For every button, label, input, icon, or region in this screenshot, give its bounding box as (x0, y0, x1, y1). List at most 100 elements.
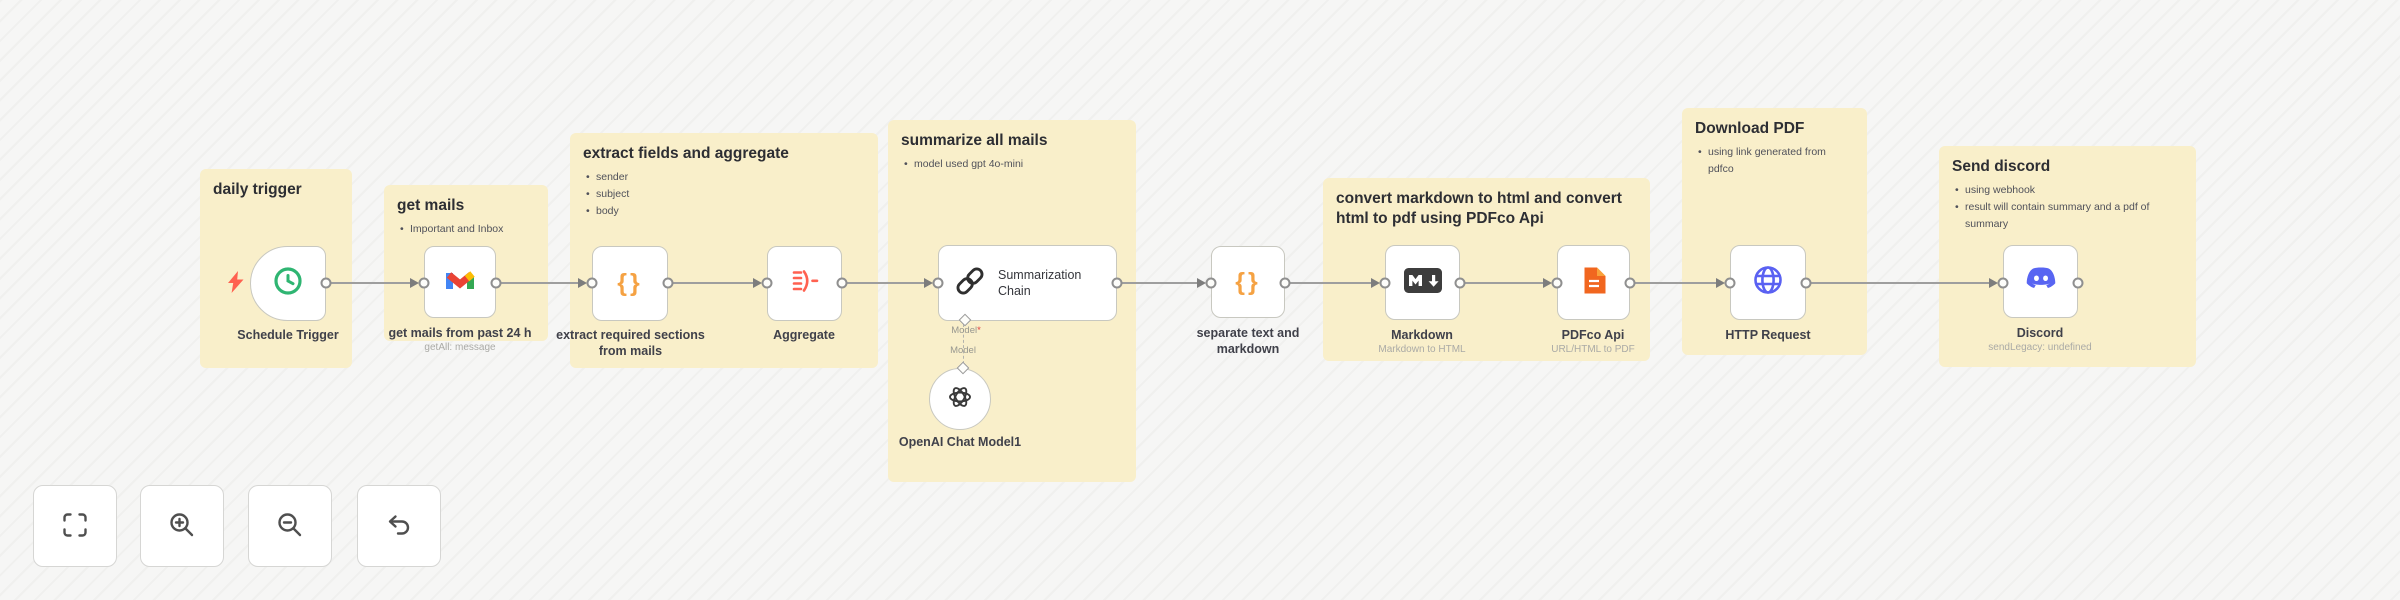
connection-chain-openai-model (963, 324, 964, 364)
connection-arrowhead (1716, 278, 1725, 288)
aggregate-icon (790, 268, 820, 299)
node-schedule-trigger[interactable] (250, 246, 326, 321)
connection-arrowhead (578, 278, 587, 288)
output-port[interactable] (2072, 277, 2084, 289)
trigger-bolt-icon (228, 271, 244, 298)
connection-http-discord (1811, 282, 1989, 284)
connection-markdown-pdfco (1465, 282, 1543, 284)
globe-icon (1751, 263, 1785, 302)
sticky-bullet: using link generated from pdfco (1698, 144, 1854, 178)
zoom-out-button[interactable] (248, 485, 332, 567)
sticky-bullet: body (586, 203, 865, 220)
clock-icon (272, 265, 304, 302)
output-port[interactable] (1279, 277, 1291, 289)
connection-schedule-gmail (331, 282, 410, 284)
chain-model-port-label: Model* (951, 325, 981, 336)
output-port[interactable] (1454, 277, 1466, 289)
sticky-bullets: sender subject body (583, 169, 865, 220)
sticky-bullet: using webhook (1955, 182, 2183, 199)
connection-arrowhead (1989, 278, 1998, 288)
connection-gmail-extract (501, 282, 578, 284)
node-subtitle: URL/HTML to PDF (1551, 344, 1635, 355)
node-aggregate[interactable] (767, 246, 842, 321)
input-port[interactable] (932, 277, 944, 289)
input-port[interactable] (761, 277, 773, 289)
reset-zoom-icon (384, 510, 414, 543)
input-port[interactable] (1379, 277, 1391, 289)
input-port[interactable] (1997, 277, 2009, 289)
zoom-out-icon (275, 510, 305, 543)
connection-arrowhead (1543, 278, 1552, 288)
sticky-bullets: Important and Inbox (397, 221, 535, 238)
discord-icon (2023, 265, 2059, 298)
connection-arrowhead (924, 278, 933, 288)
node-label: Discord (2016, 326, 2064, 340)
code-braces-icon: {} (617, 269, 643, 297)
input-port[interactable] (586, 277, 598, 289)
sticky-bullet: model used gpt 4o-mini (904, 156, 1123, 173)
sticky-title: Download PDF (1695, 120, 1805, 137)
connection-extract-aggregate (673, 282, 753, 284)
sticky-bullets: using webhook result will contain summar… (1952, 182, 2183, 233)
connection-arrowhead (1197, 278, 1206, 288)
node-http-request[interactable] (1730, 245, 1806, 320)
node-inner-label: Summarization Chain (998, 267, 1082, 298)
node-subtitle: Markdown to HTML (1378, 344, 1466, 355)
output-port[interactable] (662, 277, 674, 289)
connection-pdfco-http (1635, 282, 1716, 284)
node-label: Aggregate (773, 328, 835, 342)
output-port[interactable] (1800, 277, 1812, 289)
output-port[interactable] (836, 277, 848, 289)
node-extract-sections[interactable]: {} (592, 246, 668, 321)
node-summarization-chain[interactable]: Summarization Chain (938, 245, 1117, 321)
sticky-bullet: sender (586, 169, 865, 186)
sticky-bullet: result will contain summary and a pdf of… (1955, 199, 2183, 233)
node-label: HTTP Request (1725, 328, 1811, 342)
connection-separate-markdown (1290, 282, 1371, 284)
sticky-bullet: subject (586, 186, 865, 203)
node-discord[interactable] (2003, 245, 2078, 318)
input-port[interactable] (1205, 277, 1217, 289)
zoom-in-icon (167, 510, 197, 543)
node-gmail[interactable] (424, 246, 496, 318)
input-port[interactable] (1724, 277, 1736, 289)
chain-link-icon (952, 263, 988, 304)
sticky-title: summarize all mails (901, 132, 1048, 149)
code-braces-icon: {} (1235, 267, 1261, 296)
node-openai-chat-model[interactable] (929, 368, 991, 430)
node-label: Schedule Trigger (237, 328, 339, 342)
sticky-bullet: Important and Inbox (400, 221, 535, 238)
markdown-icon (1403, 267, 1442, 298)
pdfco-icon (1580, 265, 1608, 301)
node-label: Markdown (1391, 328, 1453, 342)
node-subtitle: sendLegacy: undefined (1988, 342, 2092, 353)
output-port[interactable] (490, 277, 502, 289)
node-label: extract required sections from mails (556, 328, 705, 358)
node-markdown[interactable] (1385, 245, 1460, 320)
node-label: PDFco Api (1561, 328, 1625, 342)
connection-arrowhead (410, 278, 419, 288)
node-separate-text-markdown[interactable]: {} (1211, 246, 1285, 318)
node-subtitle: getAll: message (424, 342, 496, 353)
output-port[interactable] (1111, 277, 1123, 289)
connection-chain-separate (1122, 282, 1197, 284)
zoom-in-button[interactable] (140, 485, 224, 567)
sticky-title: get mails (397, 197, 465, 214)
zoom-to-fit-icon (60, 510, 90, 543)
sticky-title: Send discord (1952, 158, 2051, 175)
node-label: get mails from past 24 h (388, 326, 532, 340)
reset-zoom-button[interactable] (357, 485, 441, 567)
connection-arrowhead (753, 278, 762, 288)
output-port[interactable] (320, 277, 332, 289)
node-label: separate text and markdown (1196, 326, 1300, 356)
zoom-to-fit-button[interactable] (33, 485, 117, 567)
output-port[interactable] (1624, 277, 1636, 289)
input-port[interactable] (1551, 277, 1563, 289)
input-port[interactable] (418, 277, 430, 289)
gmail-icon (442, 265, 478, 300)
openai-model-port-label: Model (950, 345, 976, 356)
sticky-title: convert markdown to html and convert htm… (1336, 190, 1622, 228)
node-pdfco-api[interactable] (1557, 245, 1630, 320)
sticky-bullets: using link generated from pdfco (1695, 144, 1854, 178)
